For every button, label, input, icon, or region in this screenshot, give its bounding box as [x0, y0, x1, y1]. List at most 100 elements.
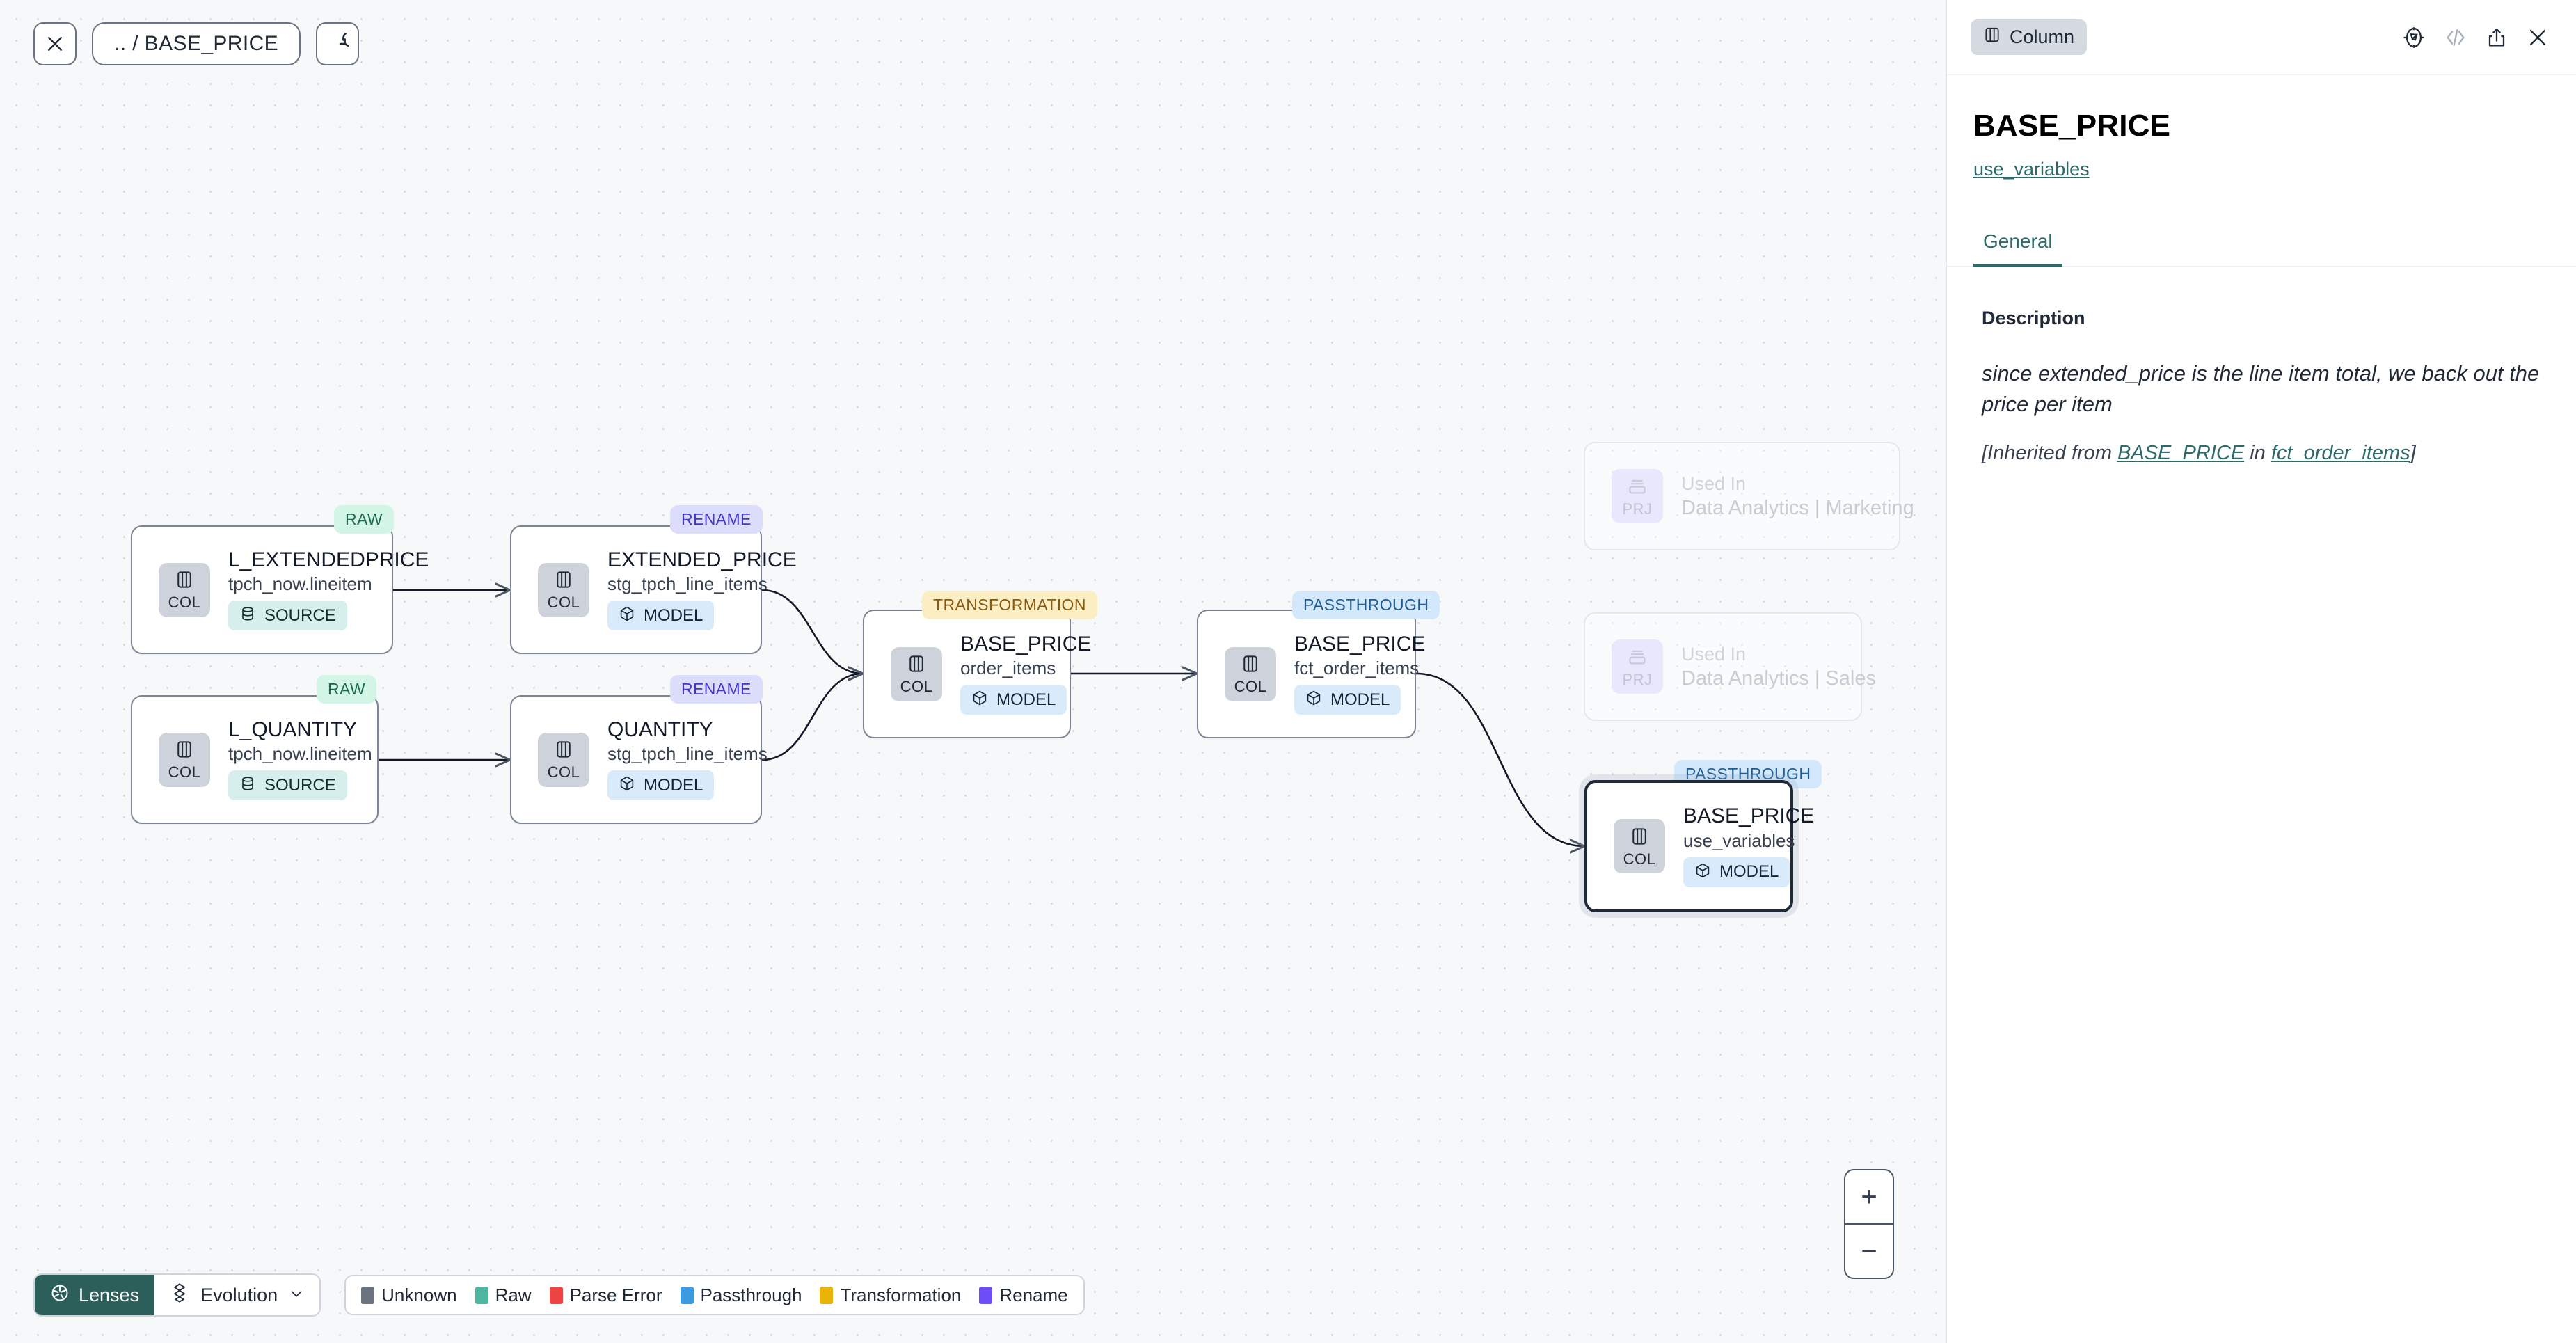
inherited-column-link[interactable]: BASE_PRICE: [2117, 442, 2245, 465]
share-icon[interactable]: [2486, 26, 2508, 49]
legend-swatch: [361, 1286, 375, 1304]
legend-item-passthrough[interactable]: Passthrough: [680, 1284, 802, 1306]
legend-item-parse-error[interactable]: Parse Error: [549, 1284, 662, 1306]
node-title: BASE_PRICE: [1294, 632, 1426, 655]
node-title: Used In: [1681, 643, 1747, 665]
column-icon: [1240, 653, 1261, 678]
legend-swatch: [680, 1286, 694, 1304]
node-subtitle: fct_order_items: [1294, 658, 1420, 679]
code-icon[interactable]: [2444, 26, 2467, 49]
legend-label: Parse Error: [569, 1284, 662, 1305]
legend-item-rename[interactable]: Rename: [979, 1284, 1068, 1306]
entity-type-label: Column: [2010, 26, 2075, 47]
node-pill-label: MODEL: [644, 775, 703, 795]
database-icon: [239, 605, 256, 626]
node-kind-label: COL: [1623, 850, 1656, 868]
node-subtitle: tpch_now.lineitem: [228, 743, 372, 765]
zoom-in-button[interactable]: +: [1845, 1170, 1893, 1225]
legend-swatch: [475, 1286, 488, 1304]
chevron-down-icon: [289, 1285, 304, 1306]
description-text: since extended_price is the line item to…: [1982, 361, 2540, 417]
compass-icon[interactable]: [2402, 26, 2426, 49]
close-button[interactable]: [33, 22, 77, 65]
cube-icon: [619, 775, 635, 795]
node-source-pill: MODEL: [607, 770, 715, 801]
column-icon: [553, 739, 574, 763]
zoom-out-button[interactable]: −: [1861, 1235, 1877, 1266]
tab-general[interactable]: General: [1973, 230, 2062, 267]
column-icon: [553, 569, 574, 594]
node-pill-label: MODEL: [996, 690, 1056, 709]
node-type-badge-base_price_order_items: TRANSFORMATION: [922, 591, 1097, 619]
node-kind-box: COL: [159, 562, 210, 617]
parent-model-link[interactable]: use_variables: [1973, 159, 2090, 180]
refresh-button[interactable]: [316, 22, 360, 65]
legend-item-unknown[interactable]: Unknown: [361, 1285, 457, 1306]
legend-item-raw[interactable]: Raw: [475, 1285, 532, 1306]
column-icon: [174, 739, 195, 763]
node-source-pill: MODEL: [1294, 685, 1401, 715]
node-source-pill: SOURCE: [228, 770, 347, 801]
project-icon: [1627, 646, 1648, 671]
legend-label: Rename: [999, 1284, 1068, 1305]
node-source-pill: SOURCE: [228, 601, 347, 631]
node-type-badge-quantity: RENAME: [670, 675, 763, 704]
node-type-badge-extended_price: RENAME: [670, 505, 763, 534]
zoom-controls: + −: [1844, 1169, 1894, 1279]
lenses-button[interactable]: Lenses: [35, 1275, 155, 1315]
node-pill-label: MODEL: [1719, 862, 1779, 882]
entity-type-chip[interactable]: Column: [1971, 19, 2088, 55]
legend-label: Raw: [495, 1284, 532, 1305]
legend-label: Passthrough: [700, 1284, 802, 1305]
node-title: QUANTITY: [607, 717, 713, 741]
legend-swatch: [820, 1286, 834, 1304]
close-icon[interactable]: [2526, 26, 2550, 49]
project-icon: [1627, 476, 1648, 500]
node-type-badge-l_quantity: RAW: [317, 675, 377, 704]
node-subtitle: tpch_now.lineitem: [228, 573, 372, 595]
node-kind-label: COL: [1234, 678, 1267, 695]
legend-item-transformation[interactable]: Transformation: [820, 1285, 961, 1306]
inherited-prefix: [Inherited from: [1982, 442, 2118, 465]
cube-icon: [971, 690, 988, 710]
node-subtitle: stg_tpch_line_items: [607, 573, 768, 595]
refresh-icon: [326, 33, 349, 55]
node-subtitle: order_items: [960, 658, 1056, 679]
database-icon: [239, 775, 256, 795]
lens-group: Lenses Evolution: [33, 1273, 321, 1317]
inherited-model-link[interactable]: fct_order_items: [2271, 442, 2410, 465]
node-kind-box: COL: [538, 732, 589, 787]
details-panel: Column: [1946, 0, 2576, 1343]
evolution-dropdown[interactable]: Evolution: [154, 1275, 320, 1315]
breadcrumb[interactable]: .. / BASE_PRICE: [92, 22, 301, 65]
node-title: L_QUANTITY: [228, 717, 358, 741]
node-kind-box: COL: [159, 732, 210, 787]
node-subtitle: stg_tpch_line_items: [607, 743, 768, 765]
column-icon: [906, 653, 927, 678]
node-pill-label: SOURCE: [264, 775, 336, 795]
node-kind-box: COL: [891, 646, 942, 701]
inherited-suffix: ]: [2410, 442, 2416, 465]
legend-label: Transformation: [840, 1284, 962, 1305]
inherited-note: [Inherited from BASE_PRICE in fct_order_…: [1982, 442, 2541, 465]
evolution-label: Evolution: [200, 1284, 278, 1305]
aperture-icon: [50, 1283, 70, 1308]
